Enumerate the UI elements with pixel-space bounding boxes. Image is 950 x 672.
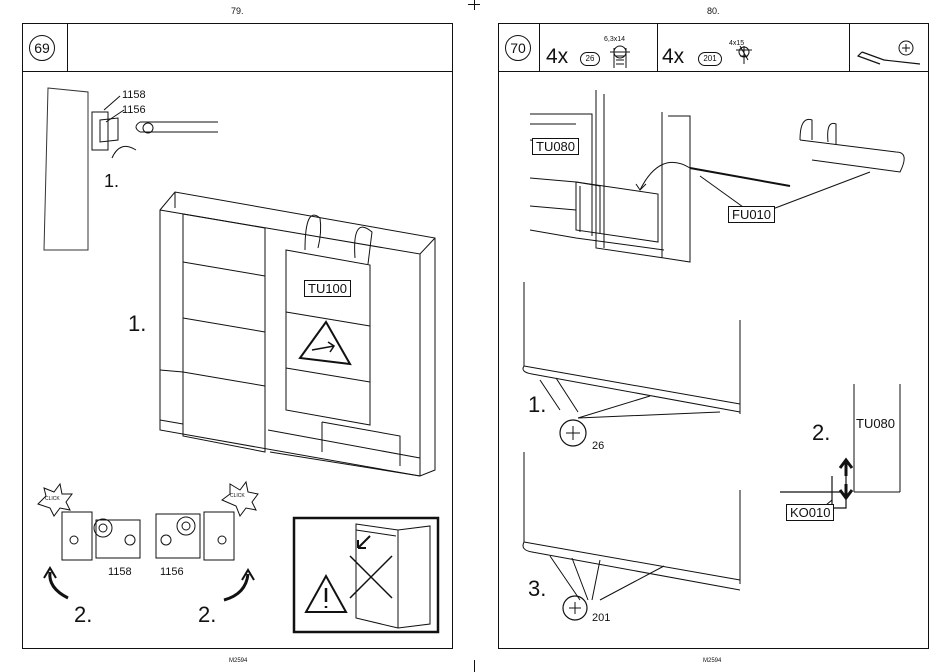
lift-arrow-left	[305, 215, 321, 250]
warning-box	[294, 518, 438, 632]
wardrobe-body	[160, 192, 435, 476]
step-1-label: 1.	[128, 311, 146, 337]
label-1156-bottom: 1156	[160, 566, 184, 578]
step-2-left: 2.	[74, 602, 92, 628]
header-divider	[849, 24, 850, 71]
hint-step-1: 1.	[104, 171, 119, 192]
crop-mark-bottom	[474, 660, 475, 672]
crop-mark-top-h	[468, 4, 480, 5]
label-1158-top: 1158	[122, 89, 146, 101]
door-tu100	[286, 250, 370, 425]
click-text-right: CLICK	[230, 493, 245, 499]
step-2-label: 2.	[812, 420, 830, 446]
step-number: 70	[505, 35, 531, 61]
arrow-curve	[112, 146, 136, 158]
hinge-detail	[92, 112, 118, 150]
door-label-tu080: TU080	[532, 138, 579, 155]
step-1-label: 1.	[528, 392, 546, 418]
screw-label-201: 201	[592, 612, 610, 624]
parts-qty-1: 4x	[546, 45, 568, 69]
warning-triangle-door	[300, 322, 350, 364]
stopper-label-ko010: KO010	[786, 504, 834, 521]
page-number-right: 80.	[707, 6, 720, 16]
footer-right: M2594	[703, 658, 721, 664]
part-id-201: 201	[698, 52, 722, 66]
header-divider	[657, 24, 658, 71]
step-2-right: 2.	[198, 602, 216, 628]
label-1158-bottom: 1158	[108, 566, 132, 578]
side-panel-detail	[44, 88, 88, 250]
label-1156-top: 1156	[122, 104, 146, 116]
footer-left: M2594	[229, 658, 247, 664]
door-label-tu080-detail: TU080	[856, 416, 895, 431]
rotate-arrow-left	[50, 572, 68, 598]
header-divider	[539, 24, 540, 71]
step-3-label: 3.	[528, 576, 546, 602]
door-label-tu100: TU100	[304, 280, 351, 297]
rail-label-fu010: FU010	[728, 206, 775, 223]
part-size-26: 6,3x14	[604, 36, 625, 43]
crop-mark-top	[474, 0, 475, 10]
instruction-panel-right: 70	[498, 23, 929, 649]
part-id-26: 26	[580, 52, 600, 66]
click-text-left: CLICK	[45, 496, 60, 502]
click-burst-right	[222, 482, 258, 516]
part-size-201: 4x15	[729, 40, 744, 47]
left-door	[183, 214, 265, 452]
parts-qty-2: 4x	[662, 45, 684, 69]
screw-label-26: 26	[592, 440, 604, 452]
